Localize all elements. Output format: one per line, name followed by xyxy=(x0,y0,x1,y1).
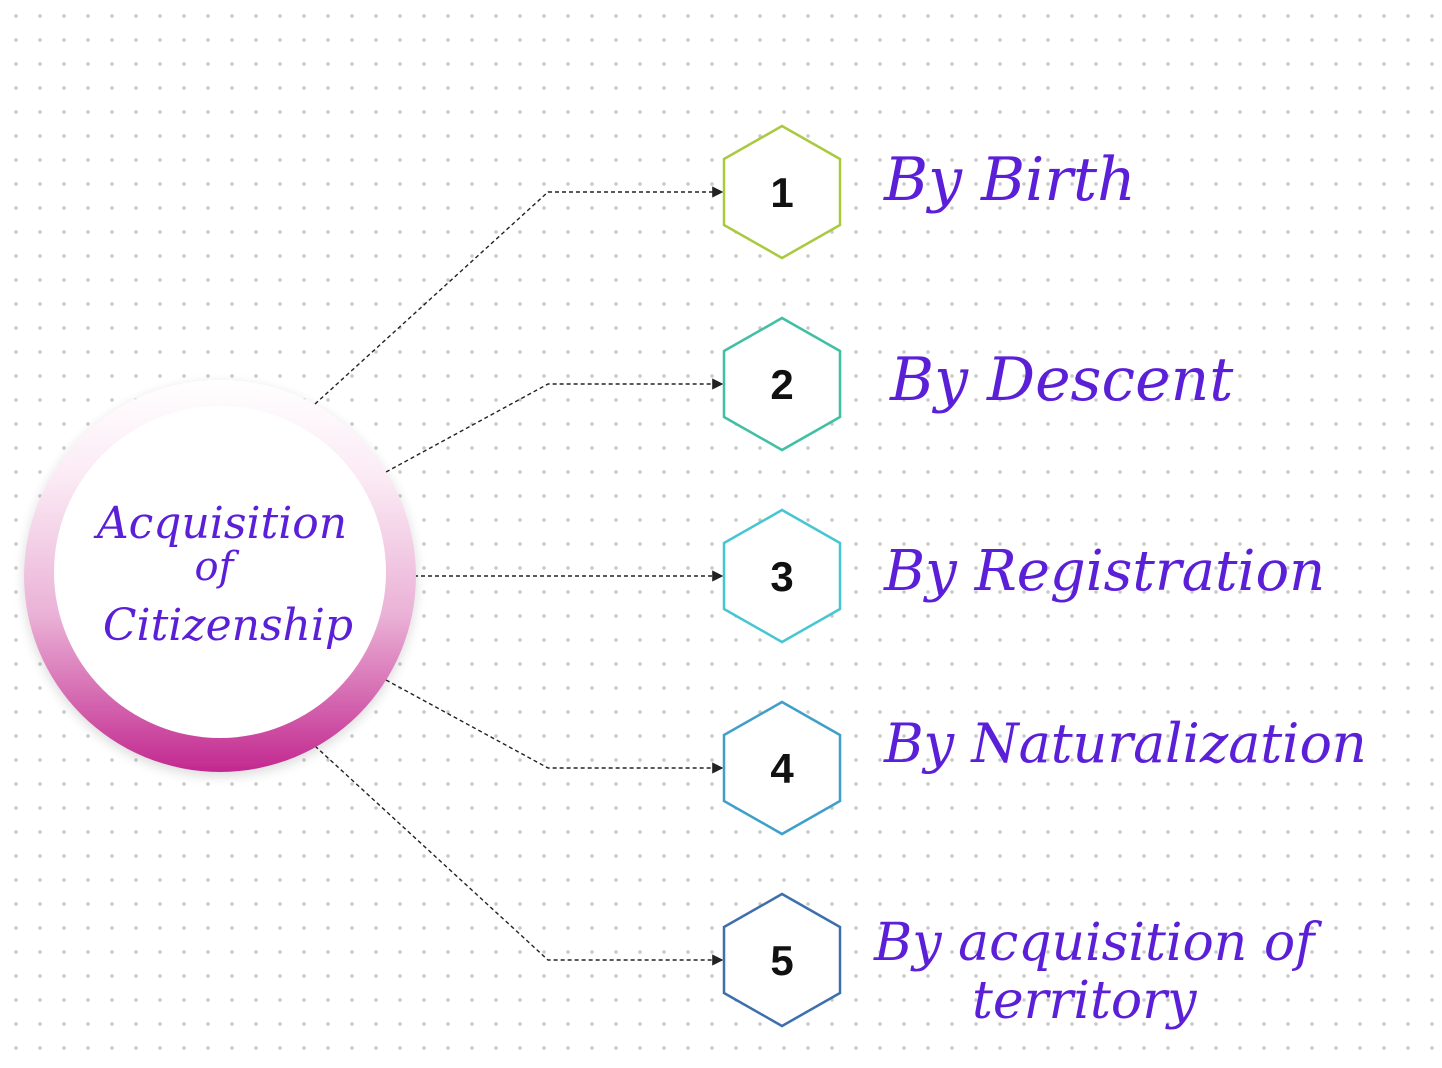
item-label-5-line-2: territory xyxy=(972,971,1197,1031)
hexagon-1 xyxy=(722,124,842,260)
hexagon-4 xyxy=(722,700,842,836)
center-inner xyxy=(54,406,386,738)
center-line-1: Acquisition xyxy=(93,498,347,549)
item-label-4: By Naturalization xyxy=(883,712,1367,775)
item-2: 2 By Descent xyxy=(722,316,1234,452)
center-line-3: Citizenship xyxy=(103,600,353,651)
hexagon-3 xyxy=(722,508,842,644)
item-number-2: 2 xyxy=(770,361,793,408)
item-1: 1 By Birth xyxy=(722,124,1136,260)
item-number-5: 5 xyxy=(770,937,793,984)
hexagon-5 xyxy=(722,892,842,1028)
connector-2 xyxy=(385,378,724,473)
item-number-3: 3 xyxy=(770,553,793,600)
center-label: Acquisition of Citizenship xyxy=(93,498,353,651)
connector-4 xyxy=(385,679,724,774)
hexagon-2 xyxy=(722,316,842,452)
connectors xyxy=(314,186,724,966)
item-3: 3 By Registration xyxy=(722,508,1325,644)
item-label-3: By Registration xyxy=(883,539,1325,604)
item-number-4: 4 xyxy=(770,745,794,792)
center-node xyxy=(24,380,416,772)
connector-5 xyxy=(314,745,724,966)
center-line-2: of xyxy=(195,544,240,590)
item-5: 5 By acquisition of territory xyxy=(722,892,1322,1031)
item-label-5-line-1: By acquisition of xyxy=(873,913,1322,973)
item-label-2: By Descent xyxy=(889,345,1234,415)
item-label-1: By Birth xyxy=(883,145,1136,215)
item-number-1: 1 xyxy=(770,169,793,216)
item-4: 4 By Naturalization xyxy=(722,700,1367,836)
connector-1 xyxy=(314,186,724,405)
